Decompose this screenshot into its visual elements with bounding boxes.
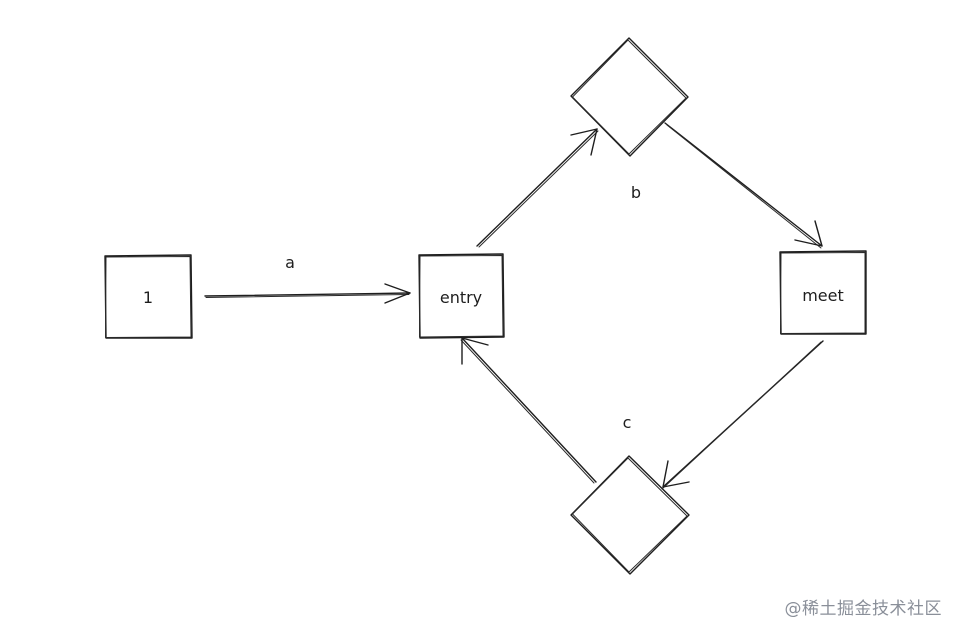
node-one-label: 1 <box>143 288 153 307</box>
edge-b-label: b <box>631 183 641 202</box>
node-top-diamond <box>570 37 689 157</box>
edge-b-arrow <box>664 122 823 249</box>
watermark-text: @稀土掘金技术社区 <box>784 599 942 619</box>
edge-c-label: c <box>623 413 632 432</box>
edge-a-arrow <box>204 283 411 304</box>
edge-meet-to-bottom-arrow <box>661 340 824 490</box>
node-entry-label: entry <box>440 288 482 307</box>
node-meet-label: meet <box>802 286 844 305</box>
edge-entry-to-top-arrow <box>476 128 599 248</box>
edge-c-arrow <box>460 337 597 484</box>
node-bottom-diamond <box>570 455 690 575</box>
edge-a-label: a <box>285 253 295 272</box>
node-one: 1 <box>104 254 193 339</box>
node-meet: meet <box>779 250 867 335</box>
node-entry: entry <box>418 253 505 339</box>
